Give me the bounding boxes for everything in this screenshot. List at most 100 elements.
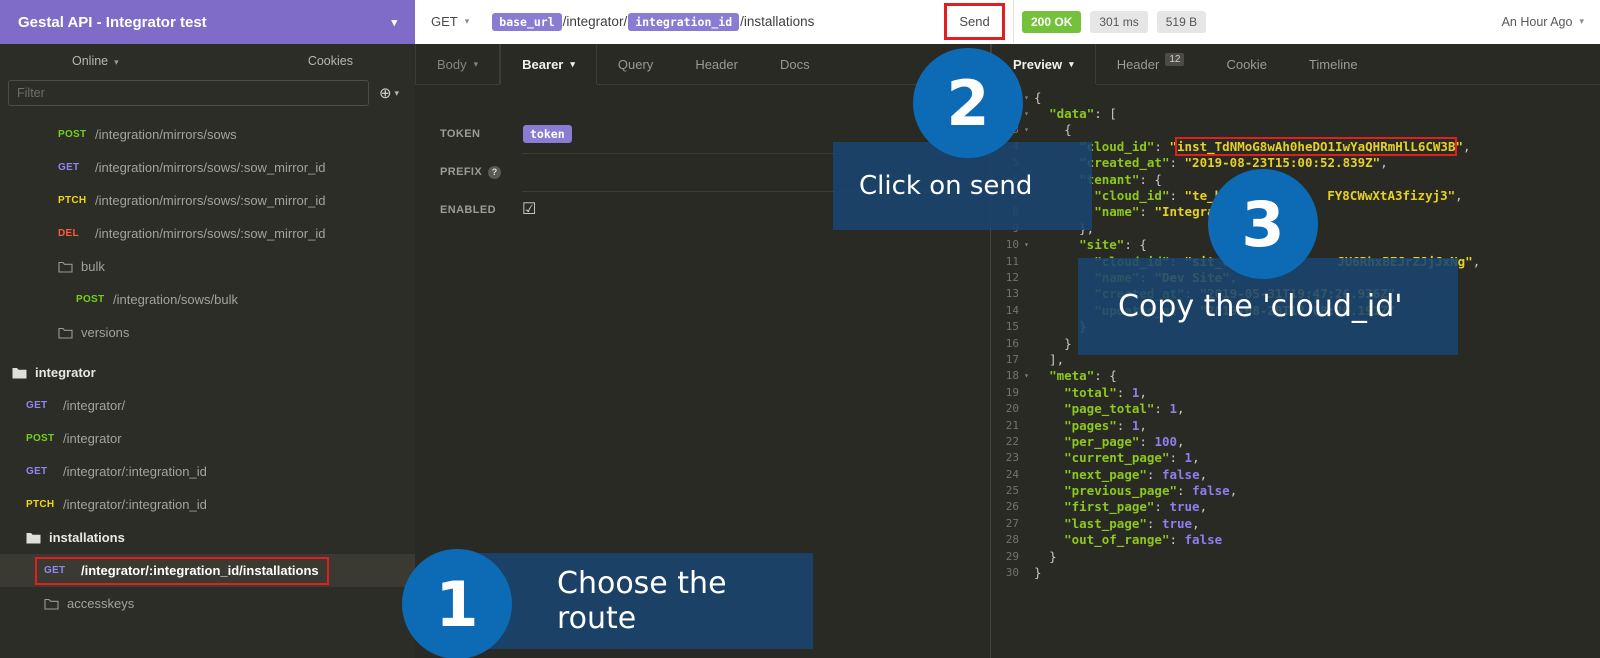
json-token: ,	[1380, 155, 1388, 171]
line-number: 10	[1005, 238, 1019, 252]
sidebar-request-row[interactable]: POST/integration/sows/bulk	[0, 283, 415, 316]
fold-toggle-icon[interactable]: ▾	[1024, 240, 1029, 250]
line-number: 14	[1005, 303, 1019, 317]
token-input[interactable]: token	[522, 115, 965, 154]
json-token: : {	[1139, 171, 1162, 187]
json-token: "site"	[1079, 237, 1125, 253]
filter-input[interactable]	[8, 80, 369, 106]
json-token: ,	[1455, 188, 1463, 204]
tab-label: Bearer	[522, 56, 564, 72]
code-line: 16 }	[991, 335, 1600, 351]
cookies-button[interactable]: Cookies	[307, 54, 353, 68]
json-token: 1	[1131, 384, 1140, 400]
folder-icon	[58, 327, 73, 339]
json-token: ,	[1139, 384, 1147, 400]
env-variable-tag[interactable]: base_url	[492, 12, 562, 31]
url-input[interactable]: base_url/integrator/integration_id/insta…	[491, 12, 814, 31]
tab-label: Body	[437, 56, 467, 72]
json-token: : {	[1094, 368, 1117, 384]
json-token: :	[1139, 433, 1155, 449]
annotation-step-1-badge: 1	[402, 549, 512, 658]
json-token: :	[1154, 499, 1170, 515]
code-line: 19 "total": 1,	[991, 384, 1600, 400]
prefix-input[interactable]	[522, 153, 965, 192]
code-line: 26 "first_page": true,	[991, 499, 1600, 515]
json-token: {	[1034, 89, 1042, 105]
enabled-label: ENABLED	[440, 204, 496, 216]
sidebar-request-row[interactable]: PTCH/integration/mirrors/sows/:sow_mirro…	[0, 184, 415, 217]
json-token: "	[1455, 138, 1463, 154]
sidebar-folder-row[interactable]: integrator	[0, 356, 415, 389]
json-token: "total"	[1064, 384, 1117, 400]
token-variable-tag[interactable]: token	[523, 124, 572, 143]
json-token: true	[1169, 499, 1200, 515]
add-request-button[interactable]: ⊕▾	[378, 85, 400, 102]
code-line: 5 "created_at": "2019-08-23T15:00:52.839…	[991, 155, 1600, 171]
indent	[1034, 499, 1064, 514]
folder-icon	[12, 367, 27, 379]
send-button[interactable]: Send	[953, 13, 995, 30]
help-icon[interactable]: ?	[488, 165, 502, 179]
json-token: ,	[1177, 433, 1185, 449]
json-token: 1	[1131, 417, 1140, 433]
method-badge: GET	[26, 466, 48, 477]
json-token: "page_total"	[1064, 401, 1155, 417]
sidebar-request-row[interactable]: GET/integrator/:integration_id/installat…	[0, 554, 415, 587]
json-token: : {	[1124, 237, 1147, 253]
tab-bearer[interactable]: Bearer▾	[500, 44, 597, 84]
folder-icon	[58, 261, 73, 273]
fold-toggle-icon[interactable]: ▾	[1024, 92, 1029, 102]
tab-timeline[interactable]: Timeline	[1288, 44, 1379, 84]
sidebar-request-row[interactable]: GET/integrator/:integration_id	[0, 455, 415, 488]
tab-header[interactable]: Header	[674, 44, 759, 84]
sidebar-request-row[interactable]: DEL/integration/mirrors/sows/:sow_mirror…	[0, 217, 415, 250]
indent	[1034, 467, 1064, 482]
url-path-text: /integrator/	[562, 14, 628, 29]
json-token: :	[1177, 483, 1193, 499]
method-dropdown[interactable]: GET ▾	[415, 14, 479, 29]
tab-cookie[interactable]: Cookie	[1205, 44, 1287, 84]
line-number: 27	[1005, 516, 1019, 530]
indent	[1034, 106, 1049, 121]
fold-toggle-icon[interactable]: ▾	[1024, 109, 1029, 119]
sidebar-folder-row[interactable]: accesskeys	[0, 587, 415, 620]
env-variable-tag[interactable]: integration_id	[628, 12, 740, 31]
fold-toggle-icon[interactable]: ▾	[1024, 125, 1029, 135]
sidebar-request-row[interactable]: GET/integration/mirrors/sows/:sow_mirror…	[0, 151, 415, 184]
environment-selector[interactable]: Online▾	[72, 54, 119, 68]
sidebar-request-row[interactable]: GET/integrator/	[0, 389, 415, 422]
response-history-label: An Hour Ago	[1501, 14, 1573, 29]
enabled-checkbox[interactable]: ☑	[522, 201, 537, 218]
sidebar-folder-row[interactable]: versions	[0, 316, 415, 349]
method-badge: DEL	[58, 228, 79, 239]
json-token: "data"	[1049, 106, 1095, 122]
chevron-down-icon[interactable]: ▾	[391, 16, 397, 29]
annotation-step-3-badge: 3	[1208, 169, 1318, 279]
workspace-header[interactable]: Gestal API - Integrator test ▾	[0, 0, 415, 44]
sidebar-request-row[interactable]: POST/integrator	[0, 422, 415, 455]
request-path: /integrator/:integration_id	[63, 464, 207, 479]
indent	[1034, 336, 1064, 351]
sidebar-folder-row[interactable]: installations	[0, 521, 415, 554]
tab-docs[interactable]: Docs	[759, 44, 831, 84]
sidebar-request-row[interactable]: POST/integration/mirrors/sows	[0, 118, 415, 151]
tab-query[interactable]: Query	[597, 44, 674, 84]
sidebar-request-row[interactable]: PTCH/integrator/:integration_id	[0, 488, 415, 521]
response-body-preview[interactable]: 1▾{2▾ "data": [3▾ {4 "cloud_id": "inst_T…	[991, 84, 1600, 658]
line-number: 15	[1005, 320, 1019, 334]
tab-body[interactable]: Body▾	[415, 44, 501, 84]
line-number: 28	[1005, 533, 1019, 547]
indent	[1034, 450, 1064, 465]
json-token: "current_page"	[1064, 450, 1170, 466]
annotation-number-1: 1	[435, 567, 479, 641]
response-history-dropdown[interactable]: An Hour Ago ▾	[1502, 0, 1584, 43]
fold-toggle-icon[interactable]: ▾	[1024, 371, 1029, 381]
json-token: }	[1064, 335, 1072, 351]
send-highlight-frame: Send	[944, 3, 1005, 40]
json-token: :	[1169, 188, 1185, 204]
size-badge: 519 B	[1156, 10, 1207, 33]
sidebar-folder-row[interactable]: bulk	[0, 250, 415, 283]
